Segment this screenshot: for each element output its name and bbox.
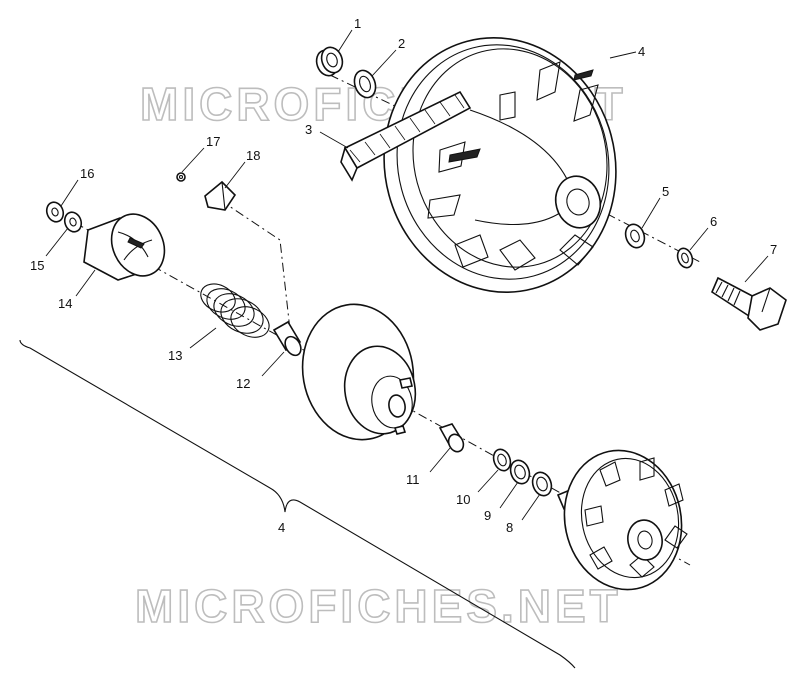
part-17-pin xyxy=(176,172,186,182)
part-2-washer xyxy=(353,69,377,99)
callout-12: 12 xyxy=(236,376,250,391)
callout-10: 10 xyxy=(456,492,470,507)
part-9-washer xyxy=(509,459,531,485)
callout-17: 17 xyxy=(206,134,220,149)
callout-15: 15 xyxy=(30,258,44,273)
part-4-sheave xyxy=(383,37,617,293)
callout-16: 16 xyxy=(80,166,94,181)
part-10-washer xyxy=(492,448,512,472)
part-14-cam xyxy=(83,213,166,281)
callout-8: 8 xyxy=(506,520,513,535)
part-15-washer xyxy=(63,211,83,233)
part-12-bushing xyxy=(272,320,302,357)
part-8-washer xyxy=(531,471,553,497)
callout-4: 4 xyxy=(638,44,645,59)
callout-14: 14 xyxy=(58,296,72,311)
part-11-bushing xyxy=(438,423,465,453)
callout-5: 5 xyxy=(662,184,669,199)
part-5-washer xyxy=(624,223,646,249)
callout-13: 13 xyxy=(168,348,182,363)
part-3-belt xyxy=(340,90,472,182)
callout-9: 9 xyxy=(484,508,491,523)
callout-18: 18 xyxy=(246,148,260,163)
callout-7: 7 xyxy=(770,242,777,257)
watermark-bottom: MICROFICHES.NET xyxy=(135,580,622,632)
callout-6: 6 xyxy=(710,214,717,229)
callout-4-assembly: 4 xyxy=(278,520,285,535)
part-13-spring xyxy=(200,283,270,338)
callout-3: 3 xyxy=(305,122,312,137)
assembly-bracket xyxy=(19,339,576,669)
callout-1: 1 xyxy=(354,16,361,31)
part-6-lockwasher xyxy=(676,247,694,269)
part-1-seal xyxy=(315,46,344,77)
callout-2: 2 xyxy=(398,36,405,51)
stationary-sheave xyxy=(556,449,688,591)
part-7-bolt xyxy=(710,276,787,331)
callout-11: 11 xyxy=(406,472,420,487)
part-18-button xyxy=(204,180,237,211)
part-4-moveable-sheave xyxy=(301,303,417,441)
leader-lines xyxy=(45,29,769,521)
callout-labels: 1 2 3 4 5 6 7 8 9 10 11 12 13 14 15 16 1… xyxy=(30,16,777,535)
part-16-washer xyxy=(45,201,65,223)
